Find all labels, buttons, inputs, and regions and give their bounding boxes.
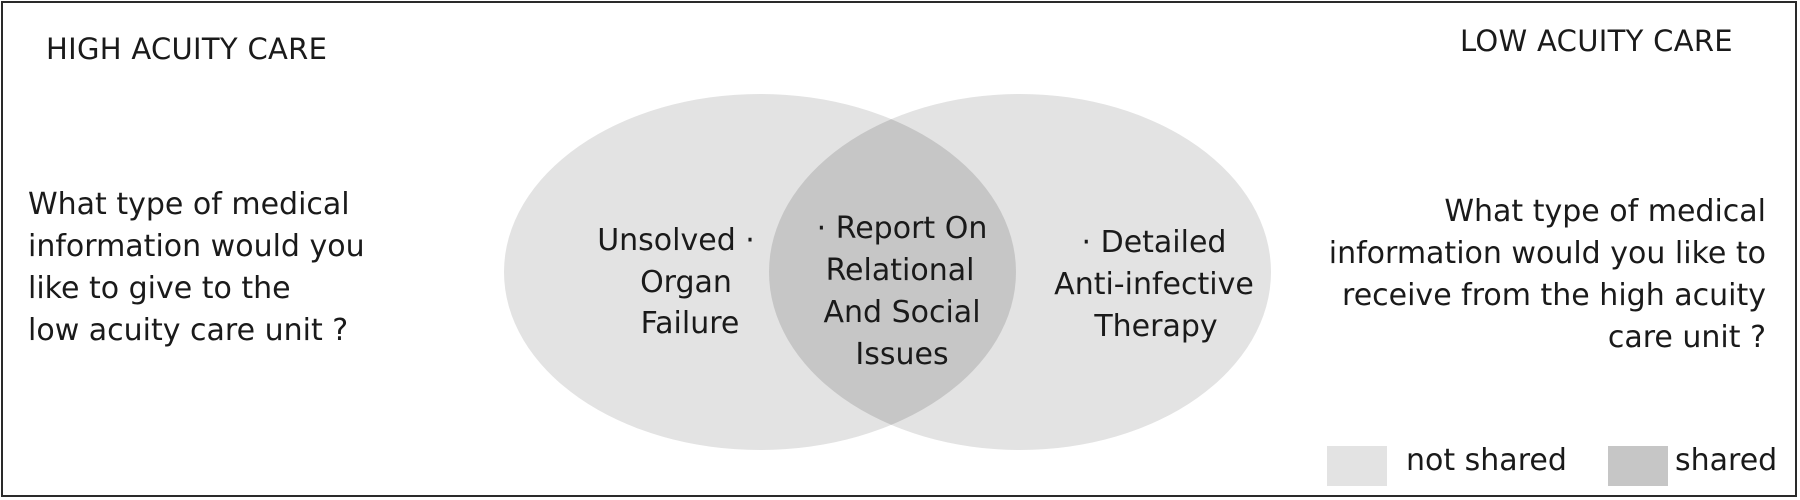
not-shared-legend-swatch: [1327, 446, 1387, 486]
not-shared-legend-label: not shared: [1406, 443, 1567, 478]
right-only-line: Therapy: [1093, 309, 1217, 344]
low-acuity-care-heading: LOW ACUITY CARE: [1460, 24, 1733, 58]
shared-line: And Social: [823, 295, 980, 330]
shared-line: Issues: [855, 337, 948, 372]
left-only-label: Unsolved · Organ Failure: [597, 223, 755, 341]
shared-label: · Report On Relational And Social Issues: [817, 211, 988, 372]
shared-legend-swatch: [1608, 446, 1668, 486]
receive-question: What type of medical information would y…: [1328, 194, 1766, 355]
high-acuity-care-heading: HIGH ACUITY CARE: [46, 32, 328, 66]
shared-region: [769, 94, 1016, 450]
left-only-line: Unsolved ·: [597, 223, 755, 258]
give-question: What type of medical information would y…: [28, 187, 365, 348]
shared-legend-label: shared: [1675, 443, 1778, 478]
left-only-line: Failure: [641, 306, 740, 341]
shared-line: · Report On: [817, 211, 988, 246]
right-only-label: · Detailed Anti-infective Therapy: [1054, 225, 1254, 344]
right-only-line: · Detailed: [1082, 225, 1227, 260]
right-only-line: Anti-infective: [1054, 267, 1254, 302]
shared-line: Relational: [826, 253, 975, 288]
left-only-line: Organ: [640, 265, 732, 300]
